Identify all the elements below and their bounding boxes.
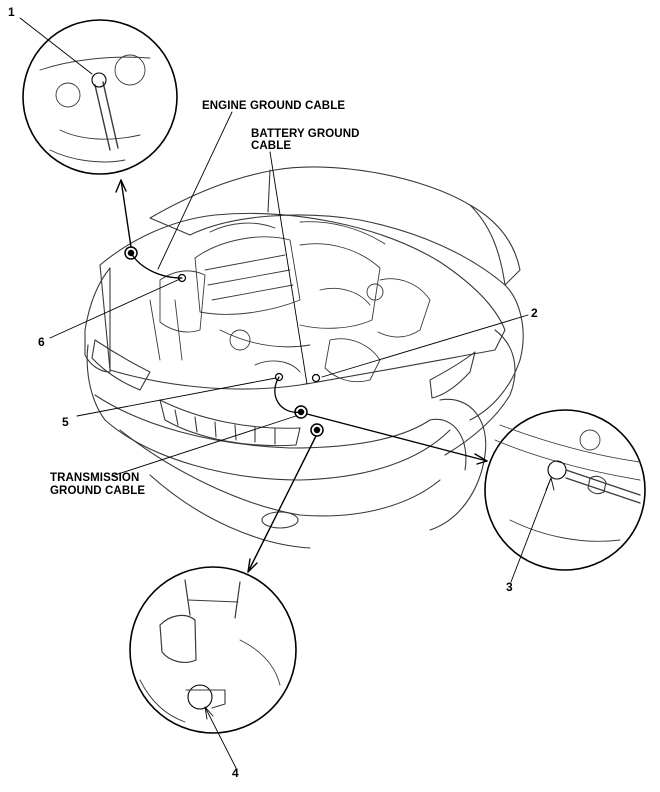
label-engine-ground-cable: ENGINE GROUND CABLE [202, 100, 346, 112]
fog-light [261, 511, 299, 529]
marker-5 [274, 372, 284, 382]
transmission-ground-cable [274, 376, 302, 413]
detail-circle-4 [129, 566, 297, 734]
marker-2 [311, 373, 321, 383]
battery-ground-nut [547, 460, 567, 480]
right-headlight [429, 351, 476, 399]
label-battery-ground-cable-line2: CABLE [251, 140, 292, 152]
car-illustration [84, 166, 524, 549]
transmission-ground-bolt [187, 684, 213, 710]
detail-circle-1 [22, 19, 178, 175]
leader-engine-ground-cable [157, 111, 233, 270]
leader-6 [49, 278, 181, 339]
callout-1: 1 [8, 5, 15, 19]
engine-bay [99, 212, 506, 390]
engine-ground-bolt [91, 72, 107, 88]
arrow-to-detail-1 [120, 179, 132, 248]
grille [159, 399, 301, 447]
engine-detail [149, 221, 431, 383]
right-fender [444, 329, 516, 456]
leader-5 [76, 377, 277, 417]
arrow-to-detail-4 [247, 435, 317, 573]
label-battery-ground-cable-line1: BATTERY GROUND [251, 128, 360, 140]
leader-3 [510, 477, 552, 583]
left-headlight [91, 339, 151, 391]
leader-2 [321, 314, 529, 378]
left-fender [84, 267, 111, 373]
ground-point-markers [124, 246, 324, 437]
marker-transmission-ground [310, 423, 324, 437]
label-transmission-ground-cable-line2: GROUND CABLE [50, 485, 146, 497]
front-bumper [86, 344, 451, 481]
callout-2: 2 [531, 306, 538, 320]
engine-ground-cable [130, 252, 183, 279]
leader-lines [19, 17, 555, 769]
leader-4 [204, 706, 237, 769]
callout-5: 5 [62, 415, 69, 429]
detail-arrows [115, 179, 488, 573]
leader-battery-ground-cable [269, 151, 308, 385]
label-transmission-ground-cable-line1: TRANSMISSION [50, 472, 140, 484]
leader-transmission-ground-cable [111, 415, 297, 477]
callout-4: 4 [232, 766, 239, 780]
callout-6: 6 [38, 335, 45, 349]
hood [149, 166, 521, 286]
leader-1 [19, 17, 93, 75]
detail-circle-3 [484, 409, 646, 571]
arrow-to-detail-3 [306, 413, 488, 462]
callout-3: 3 [506, 580, 513, 594]
